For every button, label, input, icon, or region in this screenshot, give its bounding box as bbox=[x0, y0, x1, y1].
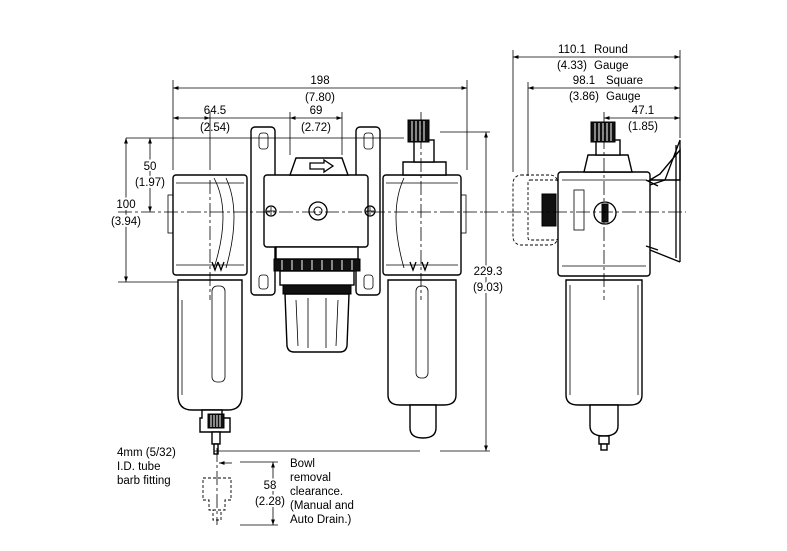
dim-100-in: (3.94) bbox=[111, 216, 141, 228]
dim-64-5-in: (2.54) bbox=[200, 122, 230, 134]
dim-58-mm: 58 bbox=[264, 480, 277, 492]
dim-110-1-mm: 110.1 bbox=[558, 44, 586, 56]
dim-58-in: (2.28) bbox=[255, 496, 285, 508]
dim-98-1-mm: 98.1 bbox=[573, 75, 595, 87]
dim-64-5-mm: 64.5 bbox=[204, 105, 226, 117]
dim-69-in: (2.72) bbox=[301, 122, 331, 134]
front-view bbox=[118, 112, 486, 455]
dim-98-1-label: Square bbox=[606, 75, 643, 87]
dim-69-mm: 69 bbox=[310, 105, 323, 117]
dim-198-mm: 198 bbox=[310, 75, 329, 87]
dim-98-1-label2: Gauge bbox=[606, 91, 641, 103]
filter-unit bbox=[167, 174, 248, 455]
dim-50-in: (1.97) bbox=[135, 177, 165, 189]
dim-47-1-mm: 47.1 bbox=[632, 105, 654, 117]
dim-229-3-in: (9.03) bbox=[473, 282, 503, 294]
dimension-lines bbox=[118, 50, 681, 526]
regulator-unit bbox=[250, 126, 381, 353]
bowl-clearance-ghost bbox=[202, 448, 232, 525]
bowl-note-line-2: removal bbox=[290, 472, 331, 484]
bowl-note-line-3: clearance. bbox=[290, 486, 343, 498]
side-view bbox=[484, 112, 686, 451]
bowl-removal-note: Bowl removal clearance. (Manual and Auto… bbox=[290, 458, 354, 526]
drain-note-line-1: 4mm (5/32) bbox=[117, 447, 176, 459]
drain-note-line-3: barb fitting bbox=[117, 475, 171, 487]
dim-100-mm: 100 bbox=[116, 199, 135, 211]
dim-110-1-in: (4.33) bbox=[557, 60, 587, 72]
dimension-labels: 198 (7.80) 64.5 (2.54) 69 (2.72) 50 (1.9… bbox=[109, 44, 658, 510]
bowl-note-line-4: (Manual and bbox=[290, 500, 354, 512]
dim-110-1-label: Round bbox=[594, 44, 628, 56]
dim-98-1-in: (3.86) bbox=[569, 91, 599, 103]
drain-note-line-2: I.D. tube bbox=[117, 461, 160, 473]
lubricator-unit bbox=[382, 119, 467, 439]
bowl-note-line-5: Auto Drain.) bbox=[290, 514, 352, 526]
bowl-note-line-1: Bowl bbox=[290, 458, 315, 470]
dim-229-3-mm: 229.3 bbox=[474, 266, 503, 278]
drain-fitting-note: 4mm (5/32) I.D. tube barb fitting bbox=[117, 447, 176, 487]
dim-50-mm: 50 bbox=[144, 161, 157, 173]
dim-198-in: (7.80) bbox=[305, 92, 335, 104]
dim-110-1-label2: Gauge bbox=[594, 60, 629, 72]
dim-47-1-in: (1.85) bbox=[628, 121, 658, 133]
